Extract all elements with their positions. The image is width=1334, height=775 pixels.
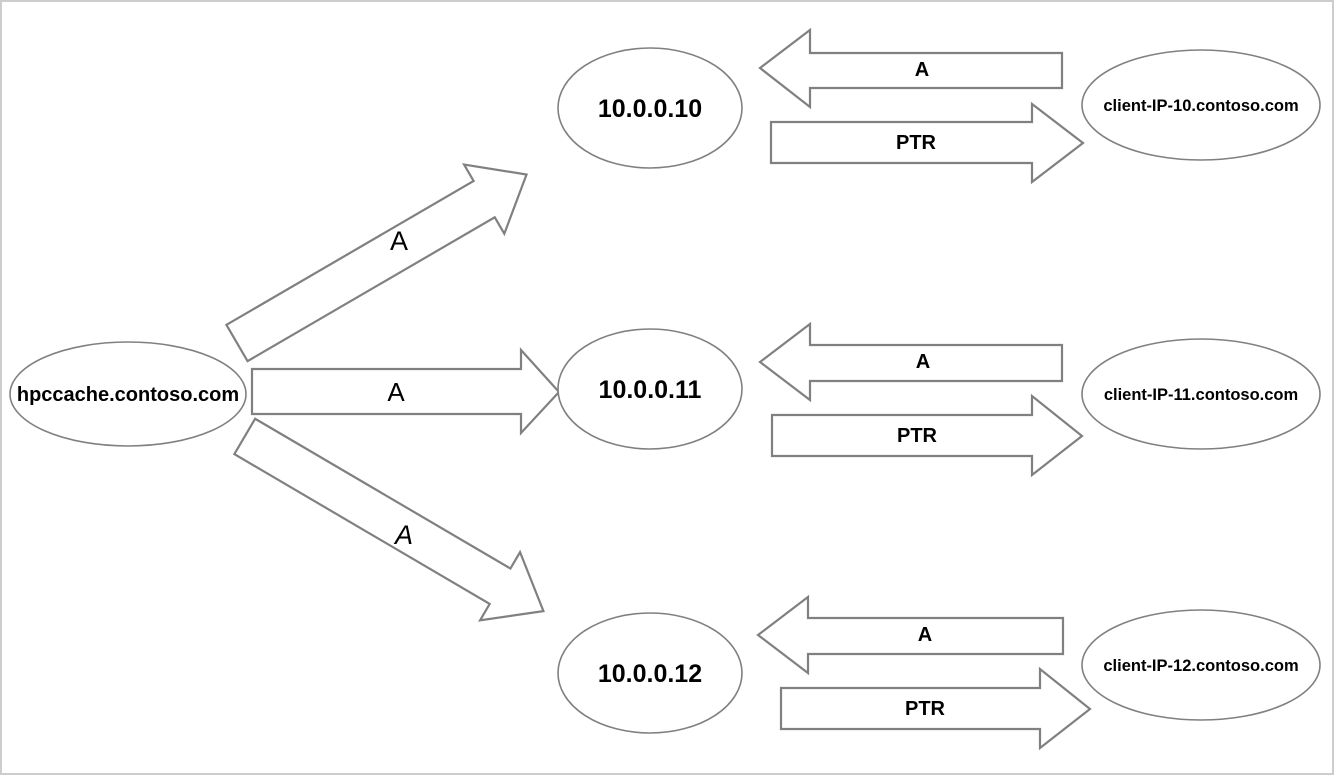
block-arrow-right-shape-ptr-1	[769, 101, 1085, 185]
arrow-label-ptr-2: PTR	[897, 425, 938, 447]
arrow-ip-12-to-client-12: PTR	[779, 666, 1092, 751]
node-client-11-ellipse	[1081, 338, 1321, 450]
node-ip-10-ellipse	[557, 47, 743, 169]
node-source-label: hpccache.contoso.com	[17, 384, 239, 406]
block-arrow-left-shape-3	[756, 594, 1065, 676]
node-client-11: client-IP-11.contoso.com	[1081, 338, 1321, 450]
node-client-10: client-IP-10.contoso.com	[1081, 49, 1321, 161]
node-ip-12-ellipse	[557, 612, 743, 734]
arrow-label-a-3: A	[393, 520, 413, 550]
node-client-10-label: client-IP-10.contoso.com	[1103, 97, 1298, 115]
block-arrow-down-right-shape	[232, 417, 545, 622]
block-arrow-right-shape-a-2	[250, 347, 561, 436]
arrow-ip-10-to-client-10: PTR	[769, 101, 1085, 185]
node-ip-11: 10.0.0.11	[557, 328, 743, 450]
node-client-12-ellipse	[1081, 609, 1321, 721]
node-client-12-label: client-IP-12.contoso.com	[1103, 657, 1298, 675]
node-ip-12: 10.0.0.12	[557, 612, 743, 734]
node-client-11-label: client-IP-11.contoso.com	[1104, 386, 1298, 404]
block-arrow-up-right-shape	[224, 163, 529, 363]
arrow-label-a-2: A	[387, 377, 405, 407]
arrow-label-a-1: A	[390, 226, 408, 256]
node-source-ellipse	[9, 341, 247, 447]
block-arrow-right-shape-ptr-3	[779, 666, 1092, 751]
arrow-client-10-to-ip-10: A	[758, 27, 1064, 110]
node-ip-11-label: 10.0.0.11	[599, 376, 702, 404]
node-ip-10: 10.0.0.10	[557, 47, 743, 169]
node-client-12: client-IP-12.contoso.com	[1081, 609, 1321, 721]
block-arrow-left-shape-1	[758, 27, 1064, 110]
node-ip-11-ellipse	[557, 328, 743, 450]
arrow-source-to-ip-10: A	[224, 163, 529, 363]
arrow-label-a-client-10: A	[915, 59, 929, 81]
block-arrow-left-shape-2	[758, 321, 1064, 403]
node-source-hpccache: hpccache.contoso.com	[9, 341, 247, 447]
arrow-label-a-client-11: A	[916, 351, 930, 373]
arrow-label-ptr-1: PTR	[896, 132, 937, 154]
node-ip-12-label: 10.0.0.12	[598, 660, 702, 688]
arrow-source-to-ip-12: A	[232, 417, 545, 622]
block-arrow-right-shape-ptr-2	[770, 393, 1084, 478]
arrow-ip-11-to-client-11: PTR	[770, 393, 1084, 478]
arrow-client-11-to-ip-11: A	[758, 321, 1064, 403]
node-ip-10-label: 10.0.0.10	[598, 95, 702, 123]
arrow-label-ptr-3: PTR	[905, 698, 946, 720]
arrow-client-12-to-ip-12: A	[756, 594, 1065, 676]
arrow-label-a-client-12: A	[918, 624, 932, 646]
node-client-10-ellipse	[1081, 49, 1321, 161]
arrow-source-to-ip-11: A	[250, 347, 561, 436]
